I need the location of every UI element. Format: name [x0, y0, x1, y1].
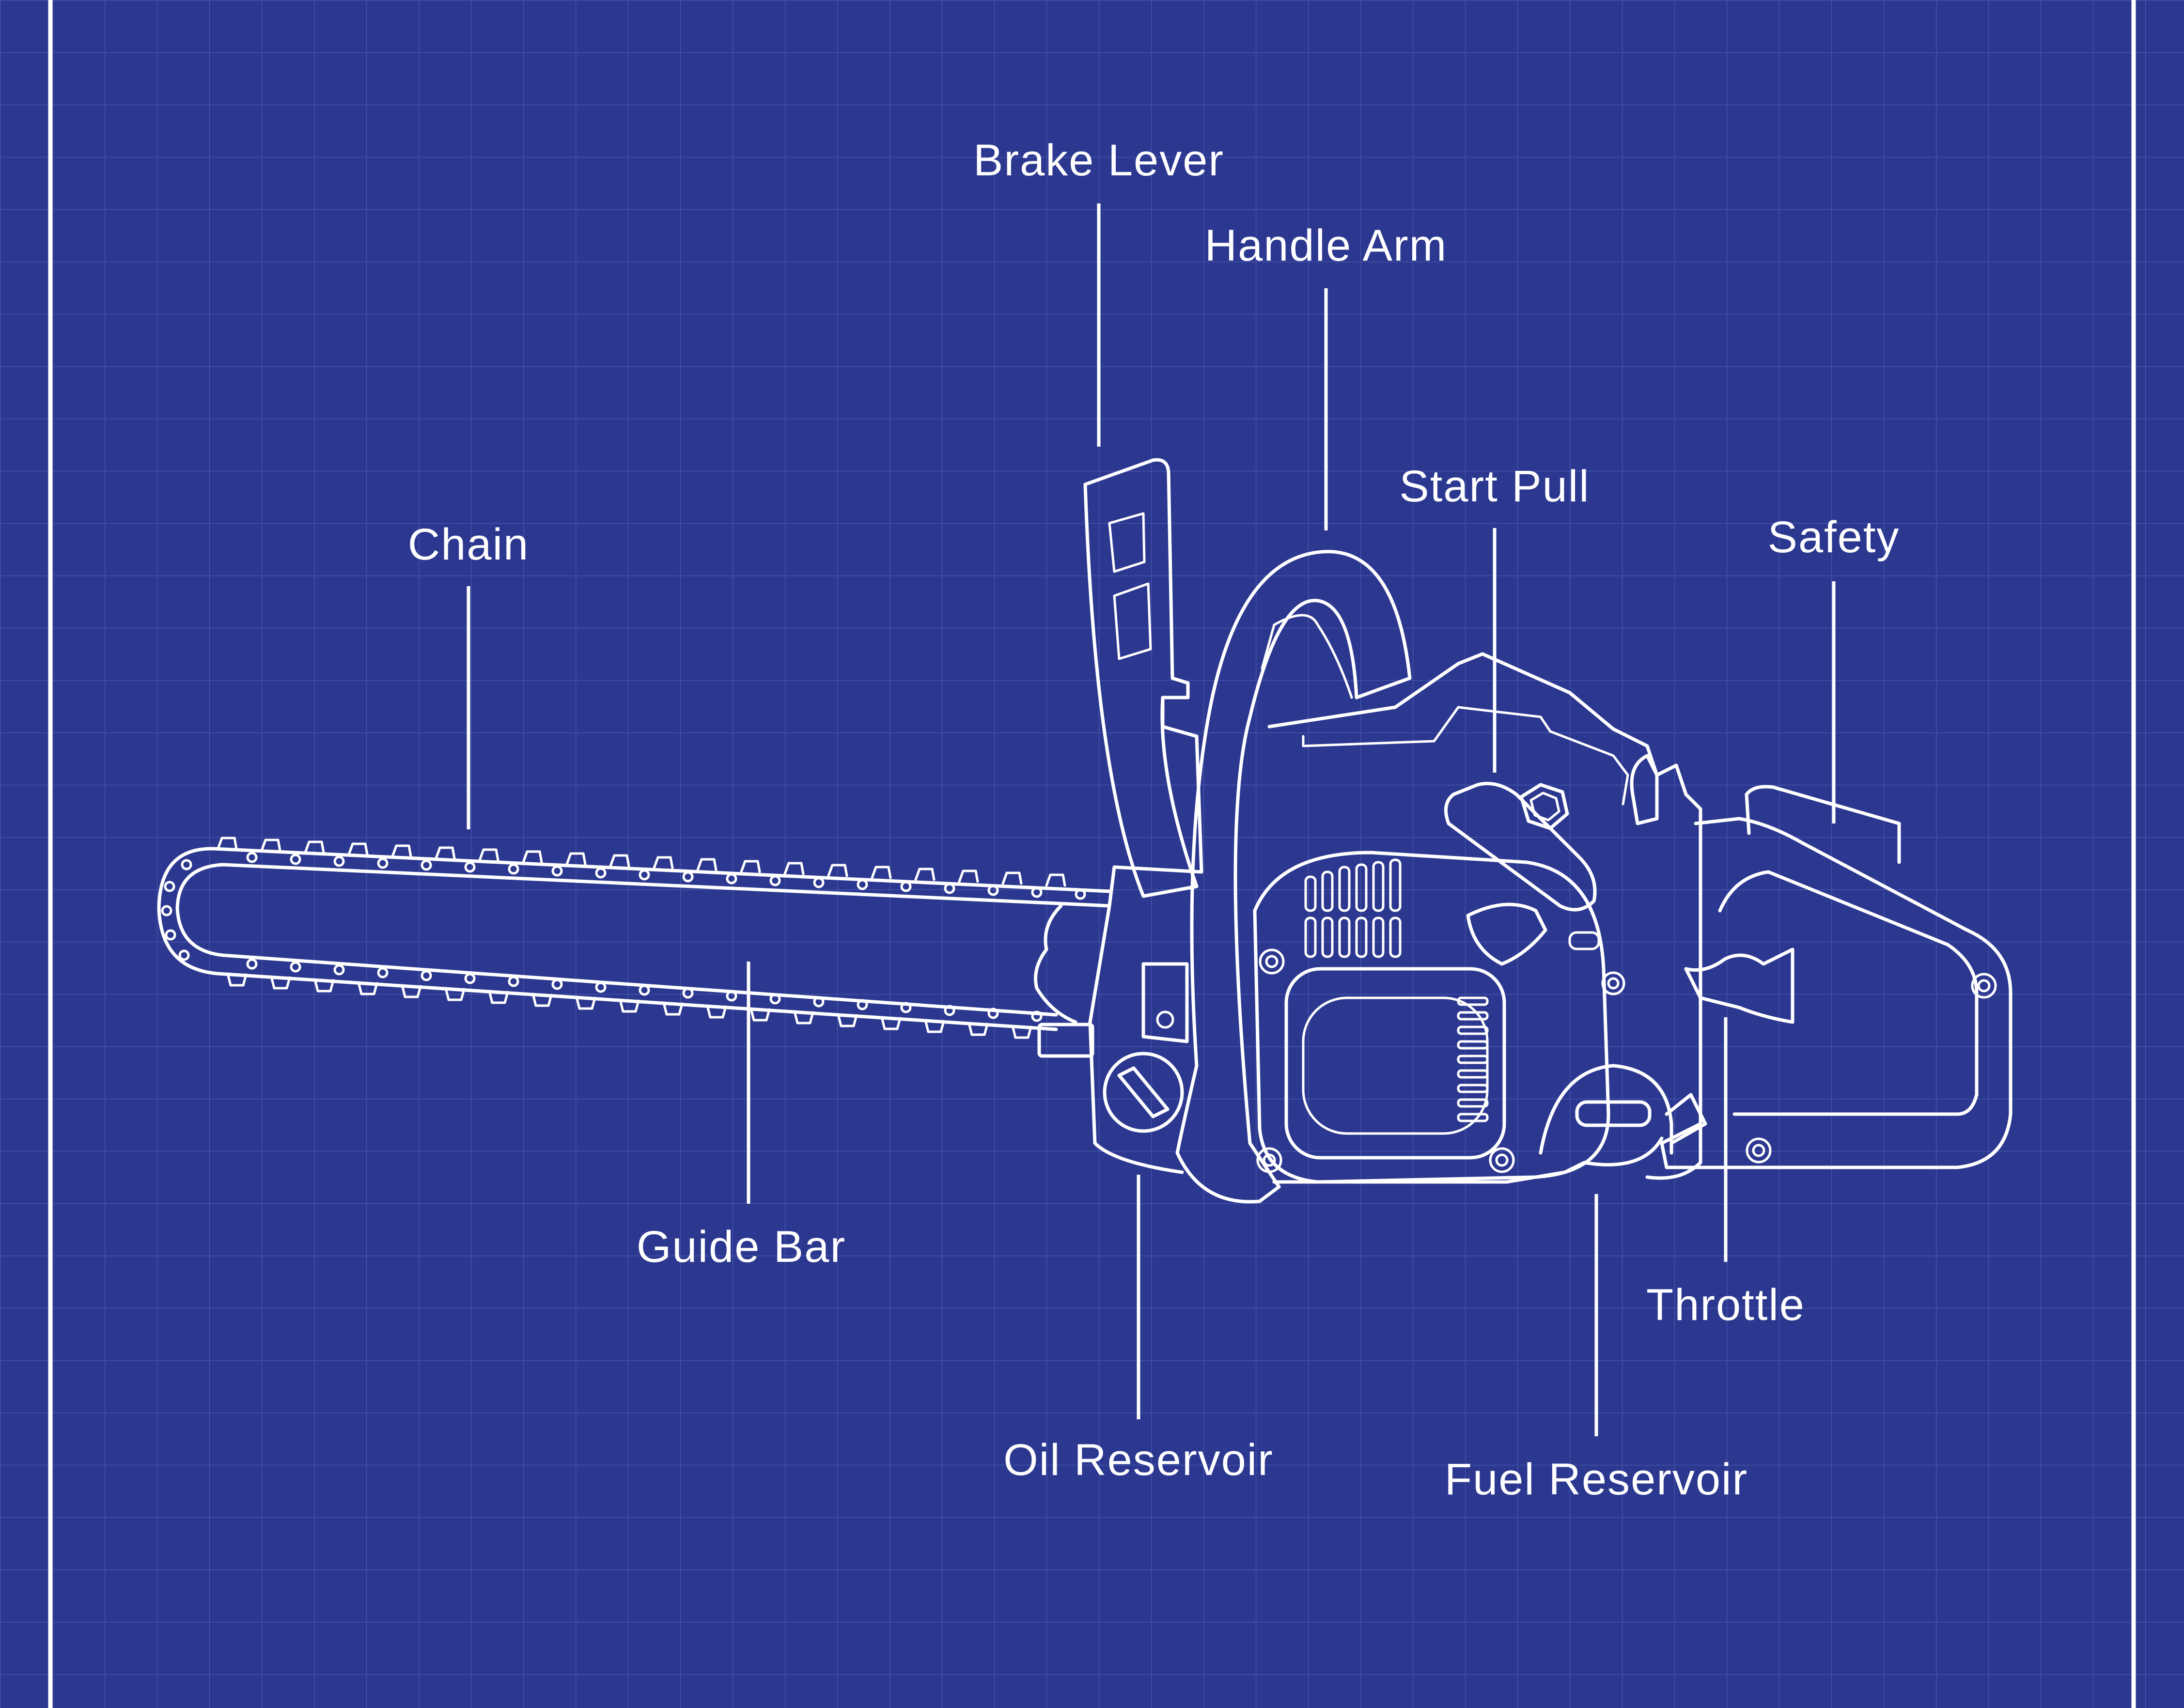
fuel-cap-drawing [1539, 1064, 1707, 1155]
label-oil-reservoir: Oil Reservoir [1003, 1435, 1274, 1485]
chain-teeth-top [217, 837, 1066, 887]
vent-slots [1304, 858, 1402, 958]
cover-slots [1457, 996, 1489, 1122]
label-chain: Chain [408, 520, 529, 569]
body-screws [1256, 948, 1997, 1173]
callout-lines [467, 203, 1836, 1436]
guide-bar-drawing [157, 837, 1111, 1058]
throttle-trigger [1684, 947, 1794, 1024]
recoil-cover [1284, 967, 1506, 1160]
chain-teeth-bottom [226, 972, 1032, 1039]
choke-knob [1630, 754, 1659, 825]
label-brake-lever: Brake Lever [973, 136, 1224, 185]
label-start-pull: Start Pull [1399, 462, 1590, 511]
label-safety: Safety [1768, 512, 1900, 562]
label-guide-bar: Guide Bar [637, 1222, 846, 1272]
chainsaw-illustration [157, 458, 2012, 1204]
label-fuel-reservoir: Fuel Reservoir [1445, 1455, 1748, 1504]
oil-cap-drawing [1103, 962, 1189, 1133]
label-handle-arm: Handle Arm [1205, 221, 1448, 270]
chain-links [161, 852, 1086, 1022]
callout-labels: Brake Lever Handle Arm Start Pull Safety… [408, 136, 1900, 1504]
rear-handle-drawing [1630, 754, 2012, 1169]
start-pull-drawing [1444, 782, 1597, 966]
label-throttle: Throttle [1646, 1280, 1805, 1330]
engine-body-drawing [1088, 652, 1997, 1184]
